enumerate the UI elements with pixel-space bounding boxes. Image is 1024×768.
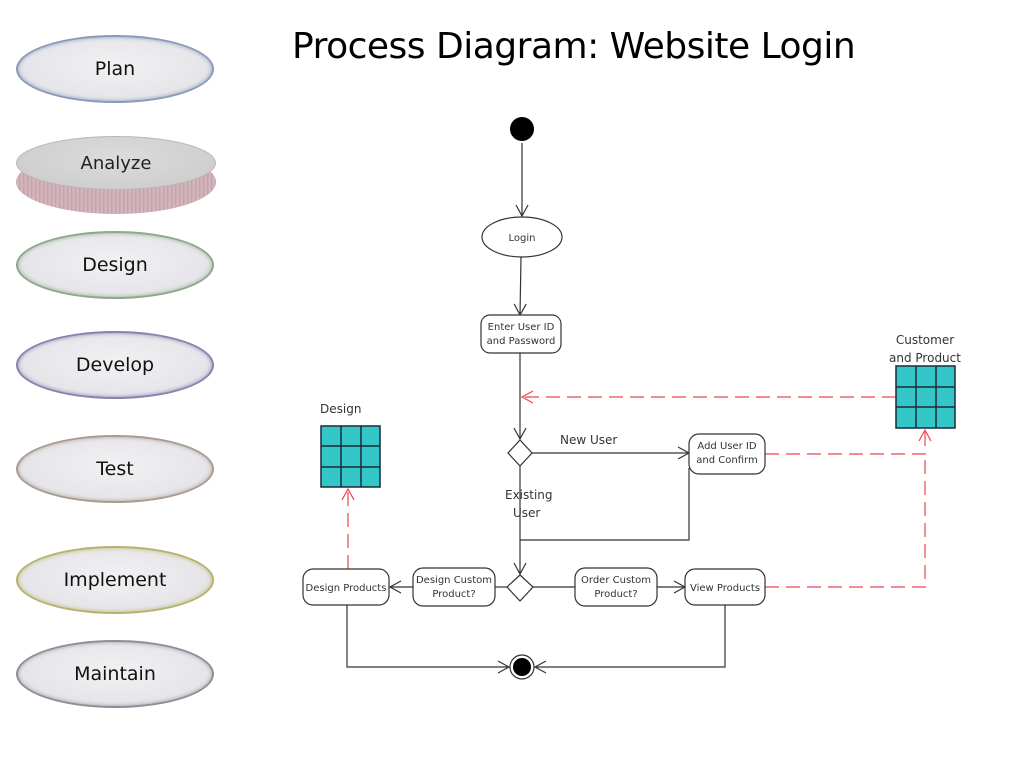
store-design-label: Design — [320, 402, 361, 416]
start-node — [510, 117, 534, 141]
node-design-products-label: Design Products — [306, 583, 387, 594]
edge-label-new-user: New User — [560, 433, 617, 447]
phase-label: Plan — [94, 58, 136, 80]
store-customer-label-line: and Product — [889, 351, 961, 365]
node-add-user: Add User ID and Confirm — [688, 433, 766, 475]
dep-add-user-to-store — [765, 428, 932, 455]
node-order-custom: Order Custom Product? — [574, 567, 658, 607]
node-label-line: Order Custom — [581, 575, 651, 586]
node-design-products: Design Products — [302, 568, 390, 606]
node-label-line: Product? — [432, 589, 475, 600]
decision-new-or-existing — [507, 439, 533, 467]
node-view-products-label: View Products — [690, 583, 760, 594]
node-label-line: Design Custom — [416, 575, 492, 586]
phase-test[interactable]: Test — [16, 435, 214, 503]
phase-plan[interactable]: Plan — [16, 35, 214, 103]
store-customer-label-line: Customer — [896, 333, 954, 347]
phase-label: Analyze — [80, 152, 152, 174]
dep-view-products-to-store — [765, 454, 926, 588]
edge-label-existing-line: Existing — [505, 488, 553, 502]
node-label-line: and Confirm — [696, 455, 757, 466]
node-login-label: Login — [509, 233, 536, 244]
phase-label: Develop — [75, 354, 155, 376]
flow-login-to-enter — [513, 256, 527, 317]
flow-design-products-to-end — [346, 605, 511, 674]
edge-label-existing-line: User — [513, 506, 540, 520]
flow-add-user-return — [520, 468, 690, 541]
phase-maintain[interactable]: Maintain — [16, 640, 214, 708]
phase-analyze-top: Analyze — [16, 136, 216, 190]
store-design-grid-icon — [320, 425, 381, 488]
phase-design[interactable]: Design — [16, 231, 214, 299]
node-label-line: Add User ID — [697, 441, 756, 452]
node-label-line: and Password — [487, 336, 556, 347]
store-customer-grid-icon — [895, 365, 956, 429]
end-node — [509, 654, 535, 680]
phase-develop[interactable]: Develop — [16, 331, 214, 399]
phase-label: Maintain — [74, 663, 156, 685]
node-label-line: Enter User ID — [488, 322, 555, 333]
phase-analyze[interactable]: Analyze — [16, 136, 216, 216]
decision-custom-product — [506, 574, 534, 602]
phase-label: Test — [96, 458, 134, 480]
phase-label: Implement — [63, 569, 167, 591]
flow-view-products-to-end — [533, 605, 726, 674]
node-design-custom: Design Custom Product? — [412, 567, 496, 607]
phase-implement[interactable]: Implement — [16, 546, 214, 614]
node-label-line: Product? — [594, 589, 637, 600]
page-title: Process Diagram: Website Login — [292, 26, 856, 67]
node-view-products: View Products — [684, 568, 766, 606]
node-login: Login — [481, 216, 563, 258]
phase-label: Design — [82, 254, 148, 276]
node-enter-credentials: Enter User ID and Password — [480, 314, 562, 354]
